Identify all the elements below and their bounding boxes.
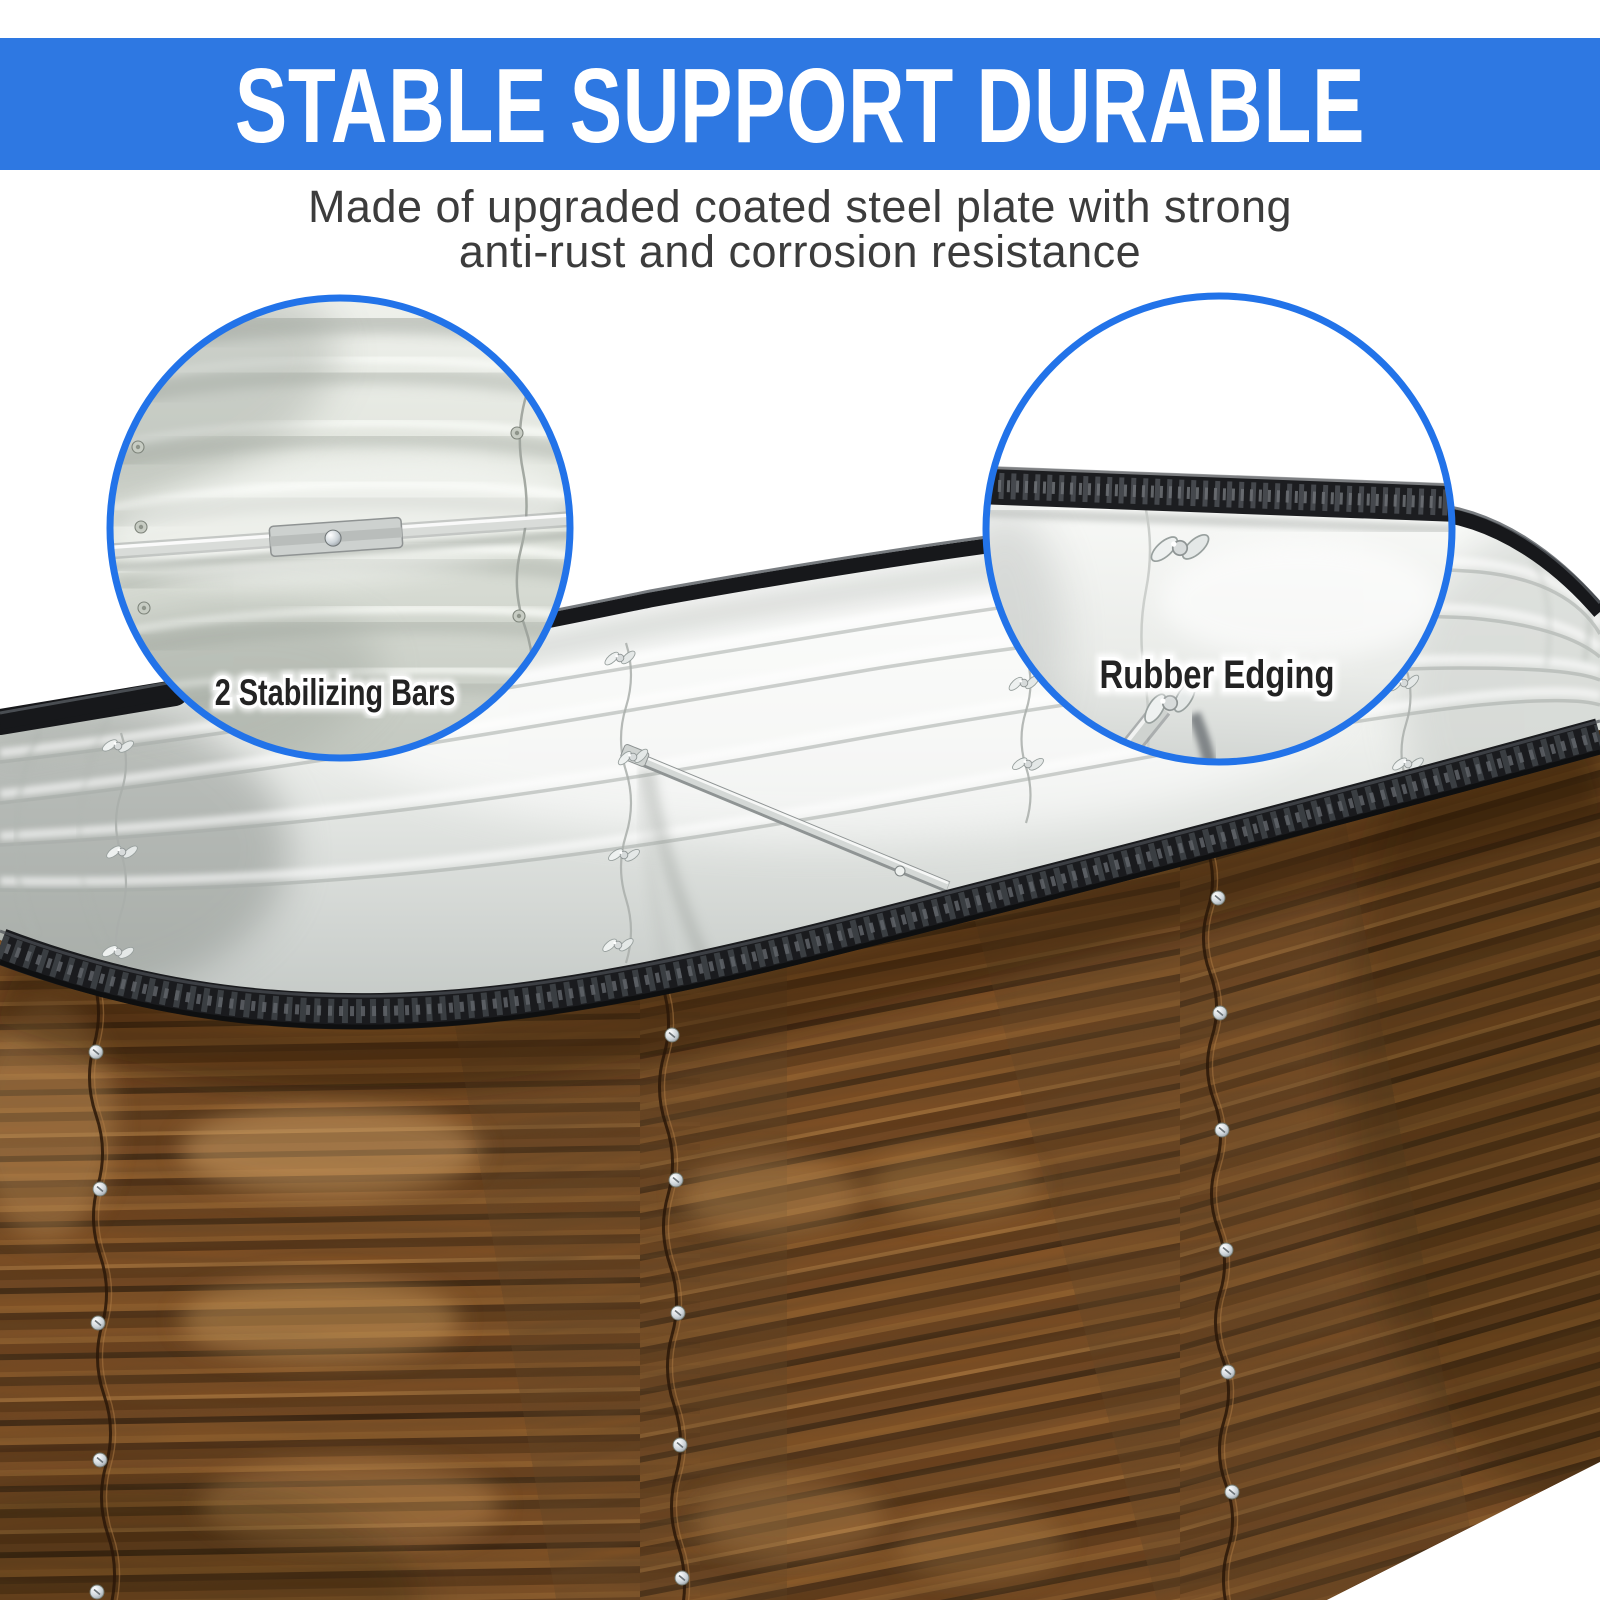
rivet	[131, 440, 145, 454]
garden-bed-photo	[0, 500, 1600, 1600]
wood-sheen	[0, 1000, 1065, 1581]
wood-top-shade	[0, 746, 1600, 1095]
rivet	[137, 601, 151, 615]
stabilizing-bar-closeup	[110, 511, 570, 573]
left-endcap-arc	[13, 728, 43, 937]
wood-right-shade	[1345, 730, 1600, 1490]
rivet	[510, 426, 524, 440]
callout-left-stabilizing-bars: 2 Stabilizing Bars 2 Stabilizing Bars	[106, 294, 574, 762]
callout-left-label-group: 2 Stabilizing Bars 2 Stabilizing Bars	[209, 667, 460, 719]
rivet	[134, 520, 148, 534]
subtitle-line-1: Made of upgraded coated steel plate with…	[308, 181, 1292, 232]
banner-title: STABLE SUPPORT DURABLE	[235, 47, 1365, 165]
callout-right-label-glow: Rubber Edging	[1100, 652, 1335, 697]
wood-bottom-shade	[0, 1480, 420, 1600]
rivet	[512, 609, 526, 623]
callout-right-rubber-edging: Rubber Edging Rubber Edging	[982, 292, 1456, 766]
callout-left-label: 2 Stabilizing Bars	[215, 673, 456, 714]
callout-right-photo: Rubber Edging Rubber Edging	[986, 296, 1452, 762]
left-endcap-arc	[77, 714, 112, 946]
banner	[0, 38, 1600, 170]
callout-left-photo: 2 Stabilizing Bars 2 Stabilizing Bars	[110, 298, 570, 758]
wood-panel-seams	[87, 844, 1239, 1600]
callout-left-ring	[106, 294, 574, 762]
rubber-edging-strip	[986, 465, 1452, 522]
callout-right-ring	[982, 292, 1456, 766]
callout-left-label-glow: 2 Stabilizing Bars	[215, 673, 456, 714]
subtitle-line-2: anti-rust and corrosion resistance	[459, 226, 1141, 277]
bar-shadow-closeup	[1188, 711, 1221, 762]
bar-connector	[268, 516, 404, 557]
callout-right-label: Rubber Edging	[1100, 652, 1335, 697]
callout-right-label-group: Rubber Edging Rubber Edging	[1094, 646, 1341, 703]
back-rim	[0, 500, 1600, 735]
floor-cutout	[1327, 1462, 1600, 1600]
